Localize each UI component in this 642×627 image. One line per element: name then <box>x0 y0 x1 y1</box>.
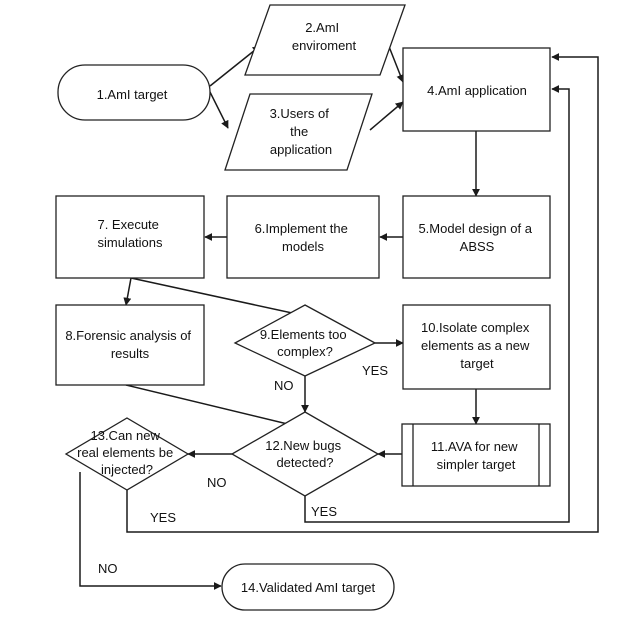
svg-text:9.Elements too complex?: 9.Elements too complex? <box>260 327 350 359</box>
node-4-line-1: 4.AmI application <box>427 83 527 98</box>
node-8-line-1: 8.Forensic analysis of <box>65 328 191 343</box>
node-3-line-2: the <box>290 124 308 139</box>
edge-12-yes-to-4 <box>304 85 570 523</box>
node-6-line-1: 6.Implement the <box>255 221 348 236</box>
node-2-aml-environment: 2.AmI enviroment <box>244 4 406 76</box>
node-5-line-1: 5.Model design of a <box>418 221 532 236</box>
edge-7-to-9 <box>130 277 307 319</box>
node-8-forensic-analysis: 8.Forensic analysis of results <box>55 304 205 386</box>
node-10-line-2: elements as a new <box>421 338 530 353</box>
node-12-line-1: 12.New bugs <box>265 438 341 453</box>
svg-text:2.AmI enviroment: 2.AmI enviroment <box>292 20 357 53</box>
node-5-model-design: 5.Model design of a ABSS <box>402 195 551 279</box>
node-7-execute-simulations: 7. Execute simulations <box>55 195 205 279</box>
label-yes-9: YES <box>362 363 388 378</box>
label-no-13: NO <box>98 561 118 576</box>
node-14-validated-aml-target: 14.Validated AmI target <box>221 563 395 611</box>
edge-8-to-12 <box>125 384 301 430</box>
svg-text:6.Implement the models: 6.Implement the models <box>255 221 352 254</box>
edge-1-to-3 <box>209 91 229 129</box>
node-7-line-2: simulations <box>97 235 163 250</box>
node-4-aml-application: 4.AmI application <box>402 47 551 132</box>
edge-2-to-4 <box>387 43 405 83</box>
node-8-line-2: results <box>111 346 150 361</box>
label-yes-13: YES <box>150 510 176 525</box>
node-2-line-1: 2.AmI <box>305 20 339 35</box>
node-13-line-2: real elements be <box>77 445 173 460</box>
node-10-isolate-complex-elements: 10.Isolate complex elements as a new tar… <box>402 304 551 390</box>
svg-text:7. Execute simulations: 7. Execute simulations <box>97 217 163 250</box>
node-11-ava-new-target: 11.AVA for new simpler target <box>401 423 551 487</box>
edge-13-no-to-14 <box>79 472 222 590</box>
svg-text:12.New bugs detected?: 12.New bugs detected? <box>265 438 345 470</box>
node-6-line-2: models <box>282 239 324 254</box>
node-1-aml-target: 1.AmI target <box>57 64 211 121</box>
node-13-line-1: 13.Can new <box>90 428 160 443</box>
node-9-line-1: 9.Elements too <box>260 327 347 342</box>
svg-text:14.Validated AmI target: 14.Validated AmI target <box>241 580 376 595</box>
node-7-line-1: 7. Execute <box>97 217 158 232</box>
node-9-line-2: complex? <box>277 344 333 359</box>
node-3-line-1: 3.Users of <box>270 106 330 121</box>
node-3-line-3: application <box>270 142 332 157</box>
edge-3-to-4 <box>369 101 404 131</box>
svg-text:3.Users of the app: 3.Users of the application <box>270 106 333 157</box>
node-2-line-2: enviroment <box>292 38 357 53</box>
node-13-line-3: injected? <box>101 462 153 477</box>
node-3-users-of-application: 3.Users of the application <box>224 93 373 171</box>
node-14-line-1: 14.Validated AmI target <box>241 580 376 595</box>
label-no-12: NO <box>207 475 227 490</box>
label-no-9: NO <box>274 378 294 393</box>
node-12-new-bugs-detected: 12.New bugs detected? <box>230 411 380 497</box>
node-10-line-3: target <box>460 356 494 371</box>
svg-text:5.Model design of a ABSS: 5.Model design of a ABSS <box>418 221 535 254</box>
edges <box>79 43 599 590</box>
edge-13-yes-to-4 <box>126 53 599 533</box>
svg-text:11.AVA for new simpler t: 11.AVA for new simpler target <box>431 439 521 472</box>
svg-text:4.AmI application: 4.AmI application <box>427 83 527 98</box>
node-12-line-2: detected? <box>276 455 333 470</box>
node-5-line-2: ABSS <box>460 239 495 254</box>
edge-1-to-2 <box>209 45 261 87</box>
node-10-line-1: 10.Isolate complex <box>421 320 530 335</box>
node-9-elements-too-complex: 9.Elements too complex? <box>233 304 377 377</box>
node-11-line-1: 11.AVA for new <box>431 439 518 454</box>
edge-labels: YES NO NO YES YES NO <box>98 363 388 576</box>
node-6-implement-models: 6.Implement the models <box>226 195 380 279</box>
node-11-line-2: simpler target <box>437 457 516 472</box>
svg-text:13.Can new real elements: 13.Can new real elements be injected? <box>77 428 177 477</box>
svg-text:8.Forensic analysis of r: 8.Forensic analysis of results <box>65 328 194 361</box>
edge-7-to-8 <box>123 277 132 306</box>
svg-text:1.AmI target: 1.AmI target <box>97 87 168 102</box>
svg-text:10.Isolate complex eleme: 10.Isolate complex elements as a new tar… <box>421 320 533 371</box>
node-1-line-1: 1.AmI target <box>97 87 168 102</box>
node-13-new-real-elements: 13.Can new real elements be injected? <box>64 417 190 491</box>
label-yes-12: YES <box>311 504 337 519</box>
